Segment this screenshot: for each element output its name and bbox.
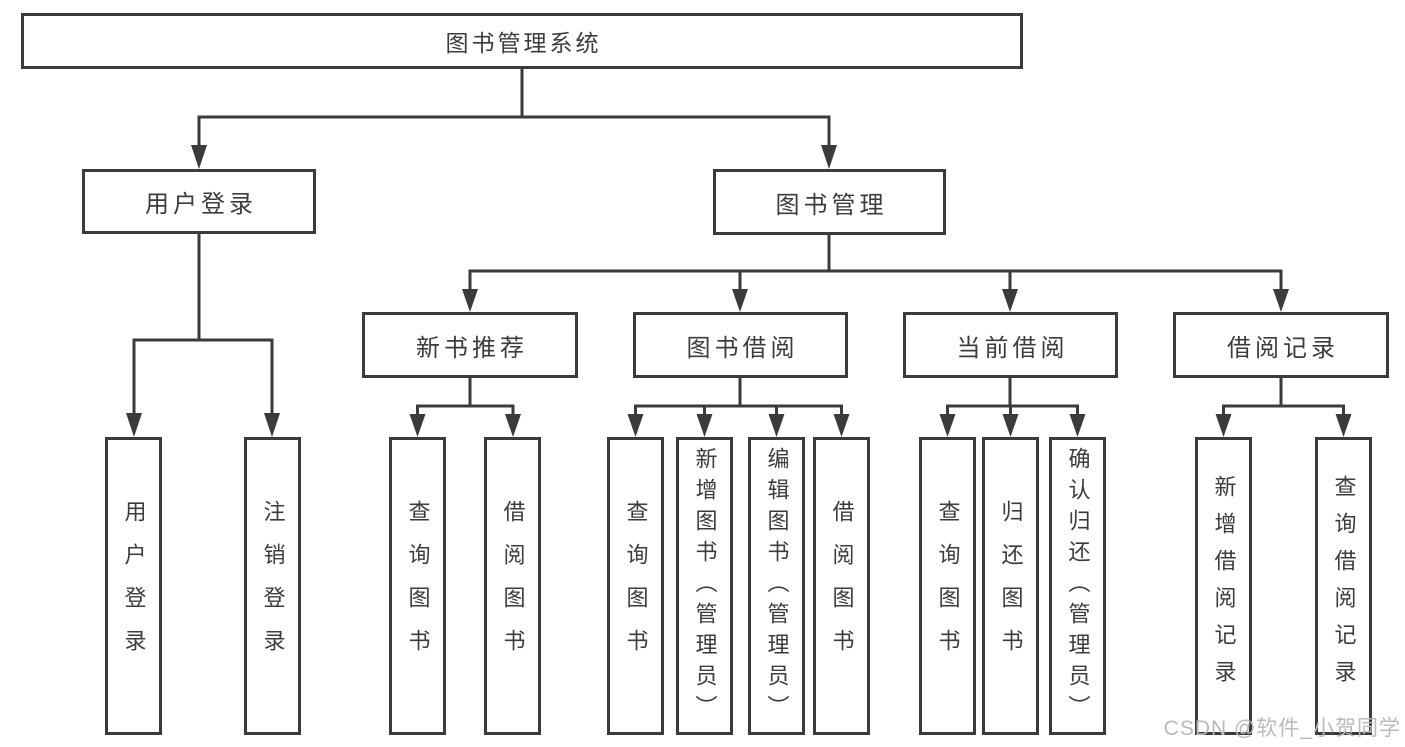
node-library-system-label: 图书管理系统	[445, 30, 602, 56]
leaf-add-books-admin-label: 新增图书（管理员）	[692, 446, 718, 726]
leaf-borrow-books: 借阅图书	[813, 437, 870, 735]
leaf-query-books-recommend-label: 查询图书	[405, 500, 431, 672]
leaf-add-borrow-record-label: 新增借阅记录	[1211, 475, 1237, 697]
leaf-query-borrow-record-label: 查询借阅记录	[1331, 475, 1357, 697]
leaf-edit-books-admin-label: 编辑图书（管理员）	[764, 446, 790, 726]
leaf-logout: 注销登录	[244, 437, 301, 735]
connector-user-login-branch	[126, 234, 280, 437]
leaf-return-books-label: 归还图书	[998, 500, 1024, 672]
node-current-borrow-label: 当前借阅	[956, 334, 1069, 362]
connector-current-borrow-branch	[939, 378, 1086, 437]
connector-book-management-branch	[462, 234, 1289, 312]
node-book-management-label: 图书管理	[775, 191, 888, 219]
connector-new-book-branch	[409, 378, 521, 437]
node-current-borrow: 当前借阅	[903, 312, 1118, 378]
leaf-logout-label: 注销登录	[260, 500, 286, 672]
node-user-login-label: 用户登录	[145, 191, 257, 218]
leaf-query-books-current-label: 查询图书	[935, 500, 961, 672]
csdn-watermark: CSDN @软件_小贺同学	[1163, 717, 1401, 740]
leaf-edit-books-admin: 编辑图书（管理员）	[748, 437, 805, 735]
node-library-system: 图书管理系统	[21, 13, 1023, 69]
node-book-borrow: 图书借阅	[633, 312, 848, 378]
node-borrow-records: 借阅记录	[1173, 312, 1389, 378]
leaf-confirm-return-admin: 确认归还（管理员）	[1049, 437, 1106, 735]
leaf-query-books-current: 查询图书	[919, 437, 976, 735]
leaf-query-books-borrow: 查询图书	[607, 437, 664, 735]
leaf-user-login: 用户登录	[105, 437, 162, 735]
connector-borrow-records-branch	[1215, 378, 1352, 437]
leaf-borrow-books-recommend-label: 借阅图书	[500, 500, 526, 672]
leaf-add-books-admin: 新增图书（管理员）	[676, 437, 733, 735]
node-new-book-recommend: 新书推荐	[362, 312, 578, 378]
node-book-management: 图书管理	[713, 169, 946, 235]
leaf-borrow-books-recommend: 借阅图书	[484, 437, 541, 735]
node-user-login: 用户登录	[82, 169, 316, 234]
connector-root-to-level2	[191, 69, 837, 169]
connector-book-borrow-branch	[627, 378, 850, 437]
leaf-return-books: 归还图书	[982, 437, 1039, 735]
node-borrow-records-label: 借阅记录	[1227, 334, 1339, 362]
leaf-query-books-recommend: 查询图书	[389, 437, 446, 735]
node-new-book-recommend-label: 新书推荐	[416, 334, 528, 362]
leaf-borrow-books-label: 借阅图书	[829, 500, 855, 672]
leaf-query-borrow-record: 查询借阅记录	[1315, 437, 1372, 735]
leaf-confirm-return-admin-label: 确认归还（管理员）	[1065, 446, 1091, 726]
leaf-add-borrow-record: 新增借阅记录	[1195, 437, 1252, 735]
leaf-user-login-label: 用户登录	[121, 500, 147, 672]
leaf-query-books-borrow-label: 查询图书	[623, 500, 649, 672]
node-book-borrow-label: 图书借阅	[686, 334, 799, 362]
